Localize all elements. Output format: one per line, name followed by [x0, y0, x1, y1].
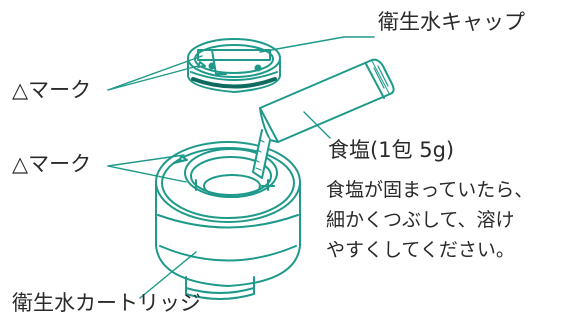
- cartridge-illustration: [155, 141, 301, 300]
- salt-note-line: 食塩が固まっていたら、: [326, 179, 534, 201]
- salt-note-line: やすくしてください。: [326, 239, 515, 261]
- triangle-mark-label-bottom: △マーク: [12, 152, 92, 176]
- triangle-mark-cartridge: [179, 155, 188, 162]
- triangle-mark-cap: [197, 61, 206, 68]
- salt-note: 食塩が固まっていたら、 細かくつぶして、溶け やすくしてください。: [326, 175, 533, 265]
- salt-label: 食塩(1包 5g): [328, 138, 455, 162]
- leader-lines: [107, 36, 375, 299]
- cap-label: 衛生水キャップ: [378, 10, 525, 34]
- salt-note-line: 細かくつぶして、溶け: [326, 209, 515, 231]
- cartridge-label: 衛生水カートリッジ: [12, 291, 201, 315]
- salt-packet-illustration: [252, 58, 395, 179]
- triangle-mark-label-top: △マーク: [12, 78, 92, 102]
- cap-illustration: [187, 38, 281, 93]
